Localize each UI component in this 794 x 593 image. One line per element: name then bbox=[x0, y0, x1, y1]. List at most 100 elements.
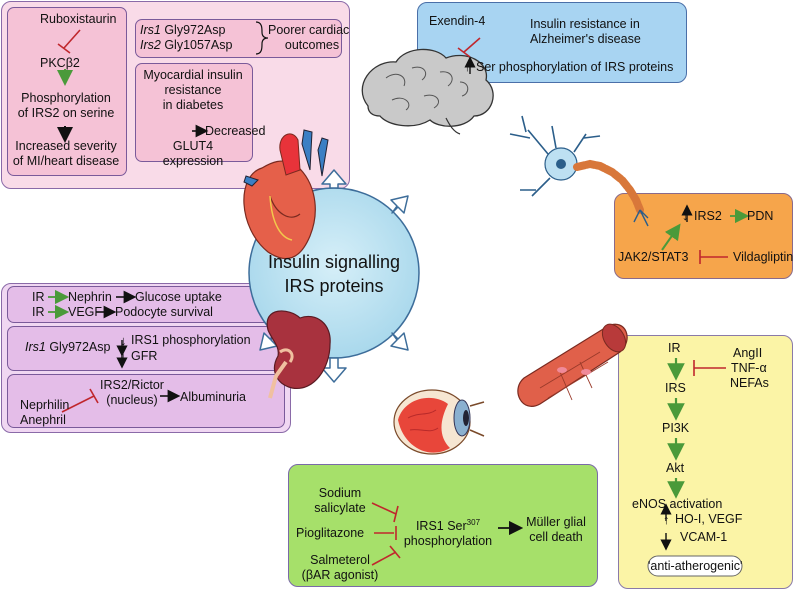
phos-line2: of IRS2 on serine bbox=[17, 106, 115, 120]
neuron-arrows bbox=[661, 204, 750, 264]
kidney-ir2-label: IR bbox=[32, 305, 45, 319]
vessel-irs-label: IRS bbox=[665, 381, 686, 395]
center-title: Insulin signalling IRS proteins bbox=[250, 250, 418, 298]
sodium-salicylate-label: Sodium salicylate bbox=[300, 486, 380, 516]
ir-line2: Alzheimer's disease bbox=[530, 32, 641, 46]
irs2-label: IRS2 bbox=[694, 209, 722, 223]
vcam-label: VCAM-1 bbox=[680, 530, 728, 544]
anephril-label: Anephril bbox=[20, 413, 66, 427]
up-arrow-icon: ↑ bbox=[464, 59, 471, 74]
eye-icon bbox=[393, 389, 485, 455]
neuron-icon bbox=[509, 115, 649, 227]
down-arrow-icon: ↓ bbox=[682, 208, 689, 223]
irs1-ser-text: IRS1 Ser bbox=[415, 519, 467, 534]
irs1-ser307-label: IRS1 Ser307 phosphorylation bbox=[400, 515, 496, 549]
irs2-variant: Irs2 Gly1057Asp bbox=[140, 38, 232, 53]
blood-vessel-icon bbox=[517, 323, 628, 407]
ser-phosphorylation-label: Ser phosphorylation of IRS proteins bbox=[476, 60, 674, 74]
kidney-irs1-box bbox=[7, 326, 285, 371]
heart-pkc-box bbox=[7, 7, 127, 176]
expression-line: expression bbox=[162, 154, 224, 168]
kidney-rictor-box bbox=[7, 374, 285, 428]
down-arrow-icon: ↓ bbox=[120, 333, 127, 348]
neprhilin-label: Neprhilin bbox=[20, 398, 70, 412]
gfr-label: GFR bbox=[131, 349, 158, 363]
heart-variants-box bbox=[135, 19, 342, 58]
enos-label: eNOS activation bbox=[632, 497, 723, 511]
poorer-outcomes-label: Poorer cardiac outcomes bbox=[268, 23, 356, 53]
angii-label: AngII bbox=[733, 346, 763, 360]
vildagliptin-label: Vildagliptin bbox=[733, 250, 794, 264]
glut4-line: GLUT4 bbox=[172, 139, 214, 153]
down-arrow-icon: ↓ bbox=[120, 349, 127, 364]
insulin-resistance-label: Insulin resistance in Alzheimer's diseas… bbox=[530, 17, 641, 47]
severity-line1: Increased severity bbox=[15, 139, 117, 153]
irs1-gene: Irs1 bbox=[140, 23, 161, 37]
ruboxistaurin-label: Ruboxistaurin bbox=[40, 12, 117, 26]
irs1-ser-line: IRS1 Ser307 bbox=[400, 515, 496, 534]
phos-line1: Phosphorylation bbox=[21, 91, 111, 105]
ser-number: 307 bbox=[466, 518, 481, 527]
sodium-line2: salicylate bbox=[314, 501, 366, 515]
vegf-label: VEGF bbox=[68, 305, 103, 319]
brain-arrows bbox=[457, 37, 481, 74]
poorer-line1: Poorer cardiac bbox=[268, 23, 350, 37]
irs2-phosphorylation-label: Phosphorylation of IRS2 on serine bbox=[7, 91, 125, 121]
heart-arrows bbox=[57, 21, 269, 143]
poorer-line2: outcomes bbox=[284, 38, 340, 52]
kidney-ir-box bbox=[7, 286, 285, 323]
rictor-line2: (nucleus) bbox=[106, 393, 158, 407]
pkcb2-label: PKCβ2 bbox=[40, 56, 80, 70]
heart-myocardial-box bbox=[135, 63, 253, 162]
glucose-uptake-label: Glucose uptake bbox=[135, 290, 222, 304]
exendin-label: Exendin-4 bbox=[429, 14, 486, 28]
eye-panel bbox=[288, 464, 598, 587]
rictor-line1: IRS2/Rictor bbox=[100, 378, 164, 392]
hub-arrow-lower-right bbox=[390, 332, 409, 351]
sodium-line1: Sodium bbox=[318, 486, 362, 500]
kidney-irs1-variant: Irs1 Gly972Asp bbox=[25, 340, 110, 355]
ir-line1: Insulin resistance in bbox=[530, 17, 640, 31]
irs2-gene: Irs2 bbox=[140, 38, 161, 52]
center-title-line1: Insulin signalling bbox=[267, 252, 401, 272]
jak2-stat3-label: JAK2/STAT3 bbox=[618, 250, 689, 264]
vessel-arrows bbox=[647, 358, 743, 577]
kidney-icon bbox=[266, 310, 331, 399]
myo-line1: Myocardial insulin bbox=[143, 68, 243, 82]
vessel-ir-label: IR bbox=[668, 341, 681, 355]
tnf-label: TNF-α bbox=[731, 361, 767, 375]
decreased-label: Decreased bbox=[205, 124, 266, 138]
irs2-var: Gly1057Asp bbox=[160, 38, 233, 52]
ho-vegf-label: HO-I, VEGF bbox=[675, 512, 743, 526]
muller-line1: Müller glial bbox=[526, 515, 586, 529]
muller-line2: cell death bbox=[529, 530, 583, 544]
vessel-panel bbox=[618, 335, 793, 589]
up-arrow-icon: ↑ bbox=[663, 512, 670, 527]
kidney-ir-label: IR bbox=[32, 290, 45, 304]
myo-line3: in diabetes bbox=[162, 98, 224, 112]
pi3k-label: PI3K bbox=[662, 421, 690, 435]
akt-label: Akt bbox=[666, 461, 685, 475]
center-title-line2: IRS proteins bbox=[284, 276, 384, 296]
salm-line1: Salmeterol bbox=[310, 553, 370, 567]
rictor-label: IRS2/Rictor (nucleus) bbox=[92, 378, 172, 408]
hub-arrow-up bbox=[321, 169, 347, 189]
severity-line2: of MI/heart disease bbox=[12, 154, 120, 168]
muller-death-label: Müller glial cell death bbox=[520, 515, 592, 545]
neuron-panel bbox=[614, 193, 793, 279]
podocyte-label: Podocyte survival bbox=[115, 305, 213, 319]
eye-arrows bbox=[371, 502, 524, 566]
salmeterol-label: Salmeterol (βAR agonist) bbox=[298, 553, 382, 583]
kidney-arrows bbox=[48, 289, 181, 413]
myo-line2: resistance bbox=[164, 83, 222, 97]
albuminuria-label: Albuminuria bbox=[180, 390, 247, 404]
hub-arrow-upper-right bbox=[390, 195, 409, 214]
salm-line2: (βAR agonist) bbox=[301, 568, 379, 582]
pdn-label: PDN bbox=[747, 209, 774, 223]
irs1-phos-label: IRS1 phosphorylation bbox=[131, 333, 251, 347]
myocardial-label: Myocardial insulin resistance in diabete… bbox=[135, 68, 251, 113]
kidney-irs1-var: Gly972Asp bbox=[45, 340, 111, 354]
mi-severity-label: Increased severity of MI/heart disease bbox=[7, 139, 125, 169]
down-arrow-icon: ↓ bbox=[663, 530, 670, 545]
